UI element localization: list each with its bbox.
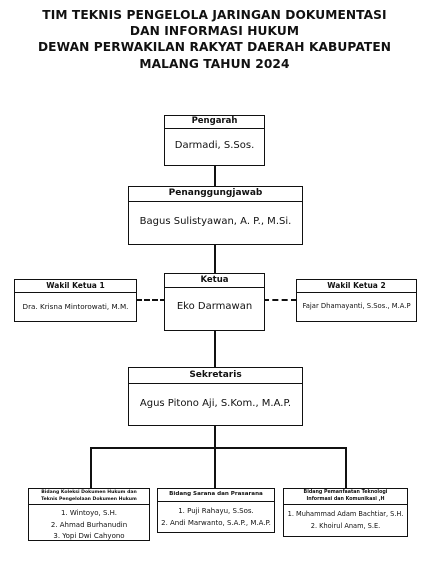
sekretaris-box: Sekretaris Agus Pitono Aji, S.Kom., M.A.…: [128, 367, 303, 426]
title-line-4: MALANG TAHUN 2024: [139, 57, 290, 71]
wakil-ketua-2-role: Wakil Ketua 2: [297, 280, 416, 293]
bidang-2-member: 2. Andi Marwanto, S.A.P., M.A.P.: [161, 518, 271, 527]
bidang-3-member: 1. Muhammad Adam Bachtiar, S.H.: [287, 510, 404, 518]
pengarah-role: Pengarah: [165, 116, 264, 129]
connector-bidang-2: [214, 447, 216, 489]
bidang-3-member: 2. Khoirul Anam, S.E.: [310, 521, 381, 530]
connector-sekretaris-down: [214, 425, 216, 448]
connector-penanggungjawab-ketua: [214, 244, 216, 274]
bidang-2-member: 1. Puji Rahayu, S.Sos.: [178, 507, 254, 515]
pengarah-box: Pengarah Darmadi, S.Sos.: [164, 115, 265, 166]
ketua-name: Eko Darmawan: [176, 301, 253, 312]
connector-ketua-sekretaris: [214, 330, 216, 368]
connector-ketua-wakil1: [136, 299, 166, 301]
connector-ketua-wakil2: [263, 299, 297, 301]
bidang-1-title: Bidang Koleksi Dokumen Hukum dan Teknis …: [29, 489, 149, 505]
bidang-2-members: 1. Puji Rahayu, S.Sos. 2. Andi Marwanto,…: [158, 502, 274, 529]
bidang-3-members: 1. Muhammad Adam Bachtiar, S.H. 2. Khoir…: [284, 505, 407, 532]
bidang-box-2: Bidang Sarana dan Prasarana 1. Puji Raha…: [157, 488, 275, 533]
wakil-ketua-2-box: Wakil Ketua 2 Fajar Dhamayanti, S.Sos., …: [296, 279, 417, 322]
ketua-role: Ketua: [165, 274, 264, 288]
penanggungjawab-box: Penanggungjawab Bagus Sulistyawan, A. P.…: [128, 186, 303, 245]
bidang-3-title: Bidang Pemanfaatan Teknologi Informasi d…: [284, 489, 407, 505]
bidang-1-title-line-1: Bidang Koleksi Dokumen Hukum dan: [41, 490, 137, 495]
connector-bidang-1: [90, 447, 92, 489]
bidang-1-members: 1. Wintoyo, S.H. 2. Ahmad Burhanudin 3. …: [29, 505, 149, 543]
connector-pengarah-penanggungjawab: [214, 165, 216, 187]
bidang-1-member: 1. Wintoyo, S.H.: [61, 509, 117, 517]
bidang-box-1: Bidang Koleksi Dokumen Hukum dan Teknis …: [28, 488, 150, 541]
sekretaris-role: Sekretaris: [129, 368, 302, 384]
bidang-3-title-line-2: Informasi dan Komunikasi ,H: [306, 496, 385, 502]
wakil-ketua-1-box: Wakil Ketua 1 Dra. Krisna Mintorowati, M…: [14, 279, 137, 322]
ketua-box: Ketua Eko Darmawan: [164, 273, 265, 331]
bidang-1-member: 3. Yopi Dwi Cahyono: [53, 532, 125, 540]
title-line-2: DAN INFORMASI HUKUM: [129, 24, 300, 38]
penanggungjawab-name: Bagus Sulistyawan, A. P., M.Si.: [139, 216, 292, 227]
title-line-3: DEWAN PERWAKILAN RAKYAT DAERAH KABUPATEN: [37, 40, 392, 54]
bidang-1-member: 2. Ahmad Burhanudin: [50, 520, 128, 529]
bidang-2-title: Bidang Sarana dan Prasarana: [158, 489, 274, 502]
pengarah-name: Darmadi, S.Sos.: [174, 140, 255, 151]
wakil-ketua-2-name: Fajar Dhamayanti, S.Sos., M.A.P: [302, 302, 411, 310]
bidang-box-3: Bidang Pemanfaatan Teknologi Informasi d…: [283, 488, 408, 537]
sekretaris-name: Agus Pitono Aji, S.Kom., M.A.P.: [139, 398, 292, 409]
wakil-ketua-1-name: Dra. Krisna Mintorowati, M.M.: [22, 302, 129, 311]
bidang-3-title-line-1: Bidang Pemanfaatan Teknologi: [303, 490, 388, 495]
penanggungjawab-role: Penanggungjawab: [129, 187, 302, 202]
wakil-ketua-1-role: Wakil Ketua 1: [15, 280, 136, 293]
connector-bidang-3: [345, 447, 347, 489]
connector-bidang-horizontal: [90, 447, 346, 449]
bidang-1-title-line-2: Teknis Pengelolaan Dokumen Hukum: [41, 496, 137, 502]
title-line-1: TIM TEKNIS PENGELOLA JARINGAN DOKUMENTAS…: [42, 8, 387, 22]
bidang-2-title-line-1: Bidang Sarana dan Prasarana: [169, 491, 263, 497]
